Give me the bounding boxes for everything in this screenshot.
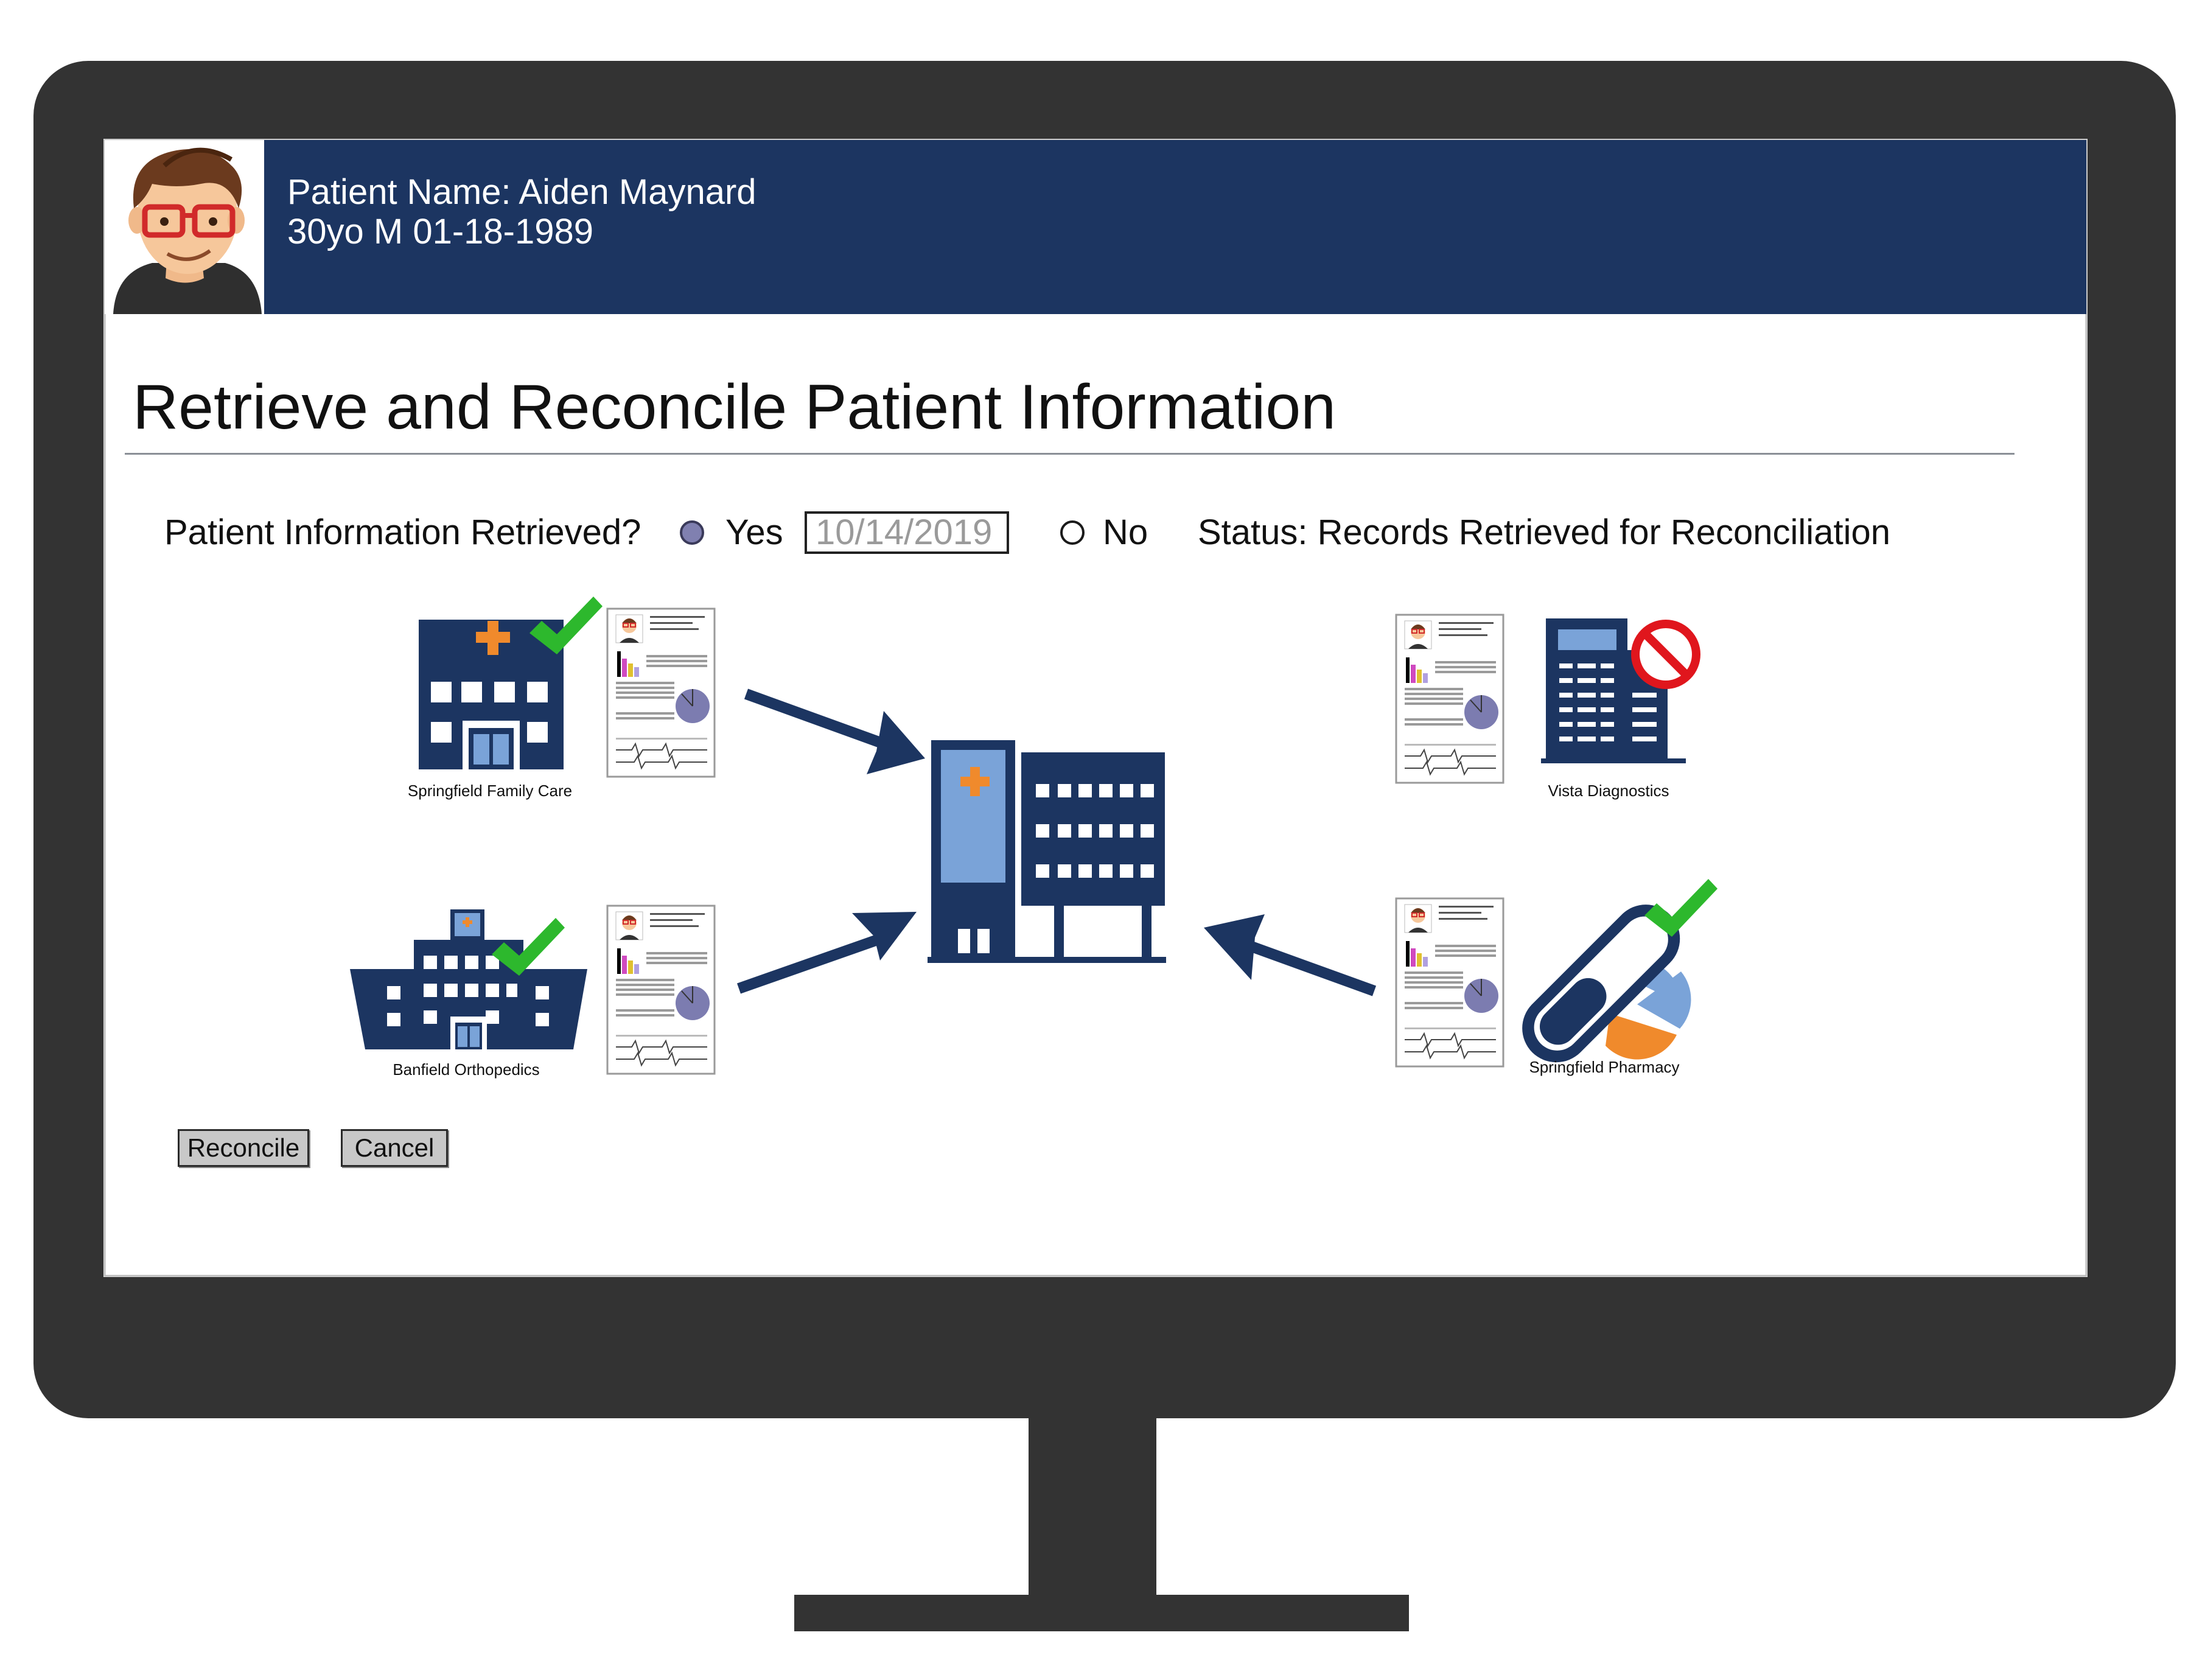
patient-avatar-icon	[113, 147, 262, 314]
patient-details: 30yo M 01-18-1989	[287, 212, 593, 251]
facility-label-vista-diagnostics: Vista Diagnostics	[1548, 782, 1669, 800]
patient-record-icon	[606, 607, 716, 778]
arrow-from-family-care	[744, 688, 903, 755]
arrows	[737, 688, 1377, 996]
patient-header	[105, 140, 2086, 314]
arrow-head	[852, 912, 917, 961]
title-divider	[125, 453, 2015, 455]
yes-label: Yes	[725, 513, 783, 552]
central-hospital-icon	[928, 740, 1166, 963]
pill-capsule-icon	[1522, 905, 1691, 1063]
office-building-icon	[1541, 618, 1686, 763]
yes-radio[interactable]	[680, 520, 704, 545]
arrow-head	[1204, 914, 1265, 980]
arrow-from-pharmacy	[1231, 934, 1377, 996]
prohibited-icon	[1631, 620, 1700, 689]
no-radio[interactable]	[1060, 520, 1085, 545]
header-bar	[264, 140, 2086, 314]
facility-label-springfield-family-care: Springfield Family Care	[407, 782, 573, 800]
reconcile-button[interactable]: Reconcile	[178, 1129, 309, 1167]
hospital-building-icon	[350, 909, 587, 1049]
patient-record-icon	[606, 905, 716, 1075]
patient-name: Patient Name: Aiden Maynard	[287, 172, 757, 212]
facility-label-banfield-orthopedics: Banfield Orthopedics	[393, 1060, 540, 1079]
arrow-head	[867, 711, 925, 774]
patient-record-icon	[1395, 614, 1504, 784]
cancel-button[interactable]: Cancel	[341, 1129, 448, 1167]
retrieval-date-field[interactable]: 10/14/2019	[805, 511, 1009, 554]
clinic-building-icon	[419, 620, 564, 769]
facility-label-springfield-pharmacy: Springfield Pharmacy	[1529, 1058, 1680, 1076]
retrieval-question: Patient Information Retrieved?	[164, 513, 641, 552]
page-title: Retrieve and Reconcile Patient Informati…	[133, 372, 1337, 443]
arrow-from-orthopedics	[737, 928, 896, 994]
patient-record-icon	[1395, 897, 1504, 1068]
no-label: No	[1103, 513, 1148, 552]
status-text: Status: Records Retrieved for Reconcilia…	[1198, 513, 1890, 552]
